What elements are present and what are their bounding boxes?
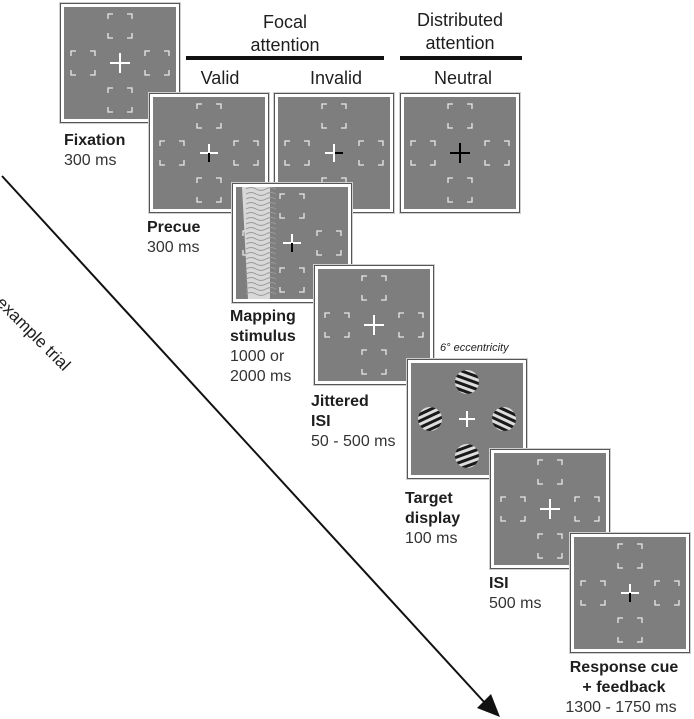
- distributed-attention-underline: [400, 56, 522, 60]
- mapping-stimulus-screen: [232, 183, 352, 303]
- cue-cross: [200, 144, 218, 162]
- screen-drawing: [70, 13, 170, 113]
- label-fixation: Fixation 300 ms: [64, 131, 125, 171]
- label-precue: Precue 300 ms: [147, 218, 200, 258]
- placeholder-bracket: [107, 13, 133, 39]
- screen-drawing: [500, 459, 600, 559]
- step-duration: 100 ms: [405, 530, 458, 547]
- screen-drawing: [580, 543, 680, 643]
- placeholder-bracket: [654, 580, 680, 606]
- screen-drawing: [418, 370, 516, 468]
- label-target-display: Target display 100 ms: [405, 489, 460, 549]
- placeholder-bracket: [316, 230, 342, 256]
- step-name: Fixation: [64, 132, 126, 149]
- placeholder-bracket: [410, 140, 436, 166]
- response-cross: [621, 584, 639, 602]
- screen-drawing: [159, 103, 259, 203]
- header-invalid: Invalid: [309, 68, 363, 88]
- step-name: Target: [405, 490, 453, 507]
- screen-drawing: [410, 103, 510, 203]
- placeholder-bracket: [617, 543, 643, 569]
- step-duration: 500 ms: [489, 595, 542, 612]
- gabor-grating: [492, 407, 516, 431]
- step-name: Precue: [147, 219, 201, 236]
- placeholder-bracket: [159, 140, 185, 166]
- cue-cross: [325, 144, 343, 162]
- step-name: Mapping: [230, 308, 296, 325]
- header-focal-line2: attention: [250, 35, 320, 55]
- placeholder-bracket: [107, 87, 133, 113]
- step-name-2: + feedback: [582, 679, 666, 696]
- placeholder-bracket: [233, 140, 259, 166]
- placeholder-bracket: [279, 193, 305, 219]
- label-mapping-stimulus: Mapping stimulus 1000 or 2000 ms: [230, 307, 296, 387]
- fixation-cross: [364, 315, 384, 335]
- placeholder-bracket: [617, 617, 643, 643]
- placeholder-bracket: [358, 140, 384, 166]
- cue-cross: [283, 234, 301, 252]
- placeholder-bracket: [361, 349, 387, 375]
- step-name: ISI: [489, 575, 509, 592]
- placeholder-bracket: [574, 496, 600, 522]
- header-neutral: Neutral: [433, 68, 493, 88]
- fixation-cross: [110, 53, 130, 73]
- step-duration: 300 ms: [64, 152, 117, 169]
- fixation-screen: [60, 3, 180, 123]
- screen-drawing: [242, 187, 342, 299]
- placeholder-bracket: [321, 103, 347, 129]
- step-name-2: display: [405, 510, 461, 527]
- placeholder-bracket: [398, 312, 424, 338]
- header-distributed-line1: Distributed: [416, 10, 504, 30]
- header-focal-line1: Focal: [262, 12, 307, 32]
- step-duration: 300 ms: [147, 239, 200, 256]
- precue-neutral-screen: [400, 93, 520, 213]
- fixation-cross: [540, 499, 560, 519]
- label-response-cue: Response cue + feedback 1300 - 1750 ms: [560, 658, 688, 718]
- timeline-arrow-line: [1, 175, 486, 704]
- gabor-grating: [418, 407, 442, 431]
- step-name-2: stimulus: [230, 328, 296, 345]
- step-name: Jittered: [311, 393, 369, 410]
- step-duration: 1000 or: [230, 348, 285, 365]
- header-distributed-line2: attention: [425, 33, 495, 53]
- placeholder-bracket: [500, 496, 526, 522]
- placeholder-bracket: [196, 103, 222, 129]
- placeholder-bracket: [284, 140, 310, 166]
- timeline-arrow-head: [477, 694, 500, 717]
- response-cue-screen: [570, 533, 690, 653]
- placeholder-bracket: [484, 140, 510, 166]
- placeholder-bracket: [447, 177, 473, 203]
- placeholder-bracket: [447, 103, 473, 129]
- step-duration: 1300 - 1750 ms: [565, 699, 677, 716]
- eccentricity-note: 6° eccentricity: [440, 342, 509, 354]
- focal-attention-underline: [186, 56, 384, 60]
- label-jittered-isi: Jittered ISI 50 - 500 ms: [311, 392, 395, 452]
- placeholder-bracket: [580, 580, 606, 606]
- mapping-bar: [242, 187, 277, 299]
- placeholder-bracket: [144, 50, 170, 76]
- step-duration: 50 - 500 ms: [311, 433, 396, 450]
- screen-drawing: [324, 275, 424, 375]
- neutral-cross: [450, 143, 470, 163]
- fixation-cross: [459, 411, 475, 427]
- step-duration-2: 2000 ms: [230, 368, 292, 385]
- step-name: Response cue: [569, 659, 679, 676]
- placeholder-bracket: [361, 275, 387, 301]
- placeholder-bracket: [537, 459, 563, 485]
- jittered-isi-screen: [314, 265, 434, 385]
- placeholder-bracket: [196, 177, 222, 203]
- placeholder-bracket: [279, 267, 305, 293]
- step-name-2: ISI: [311, 413, 331, 430]
- header-valid: Valid: [200, 68, 240, 88]
- placeholder-bracket: [70, 50, 96, 76]
- placeholder-bracket: [537, 533, 563, 559]
- label-isi: ISI 500 ms: [489, 574, 541, 614]
- placeholder-bracket: [324, 312, 350, 338]
